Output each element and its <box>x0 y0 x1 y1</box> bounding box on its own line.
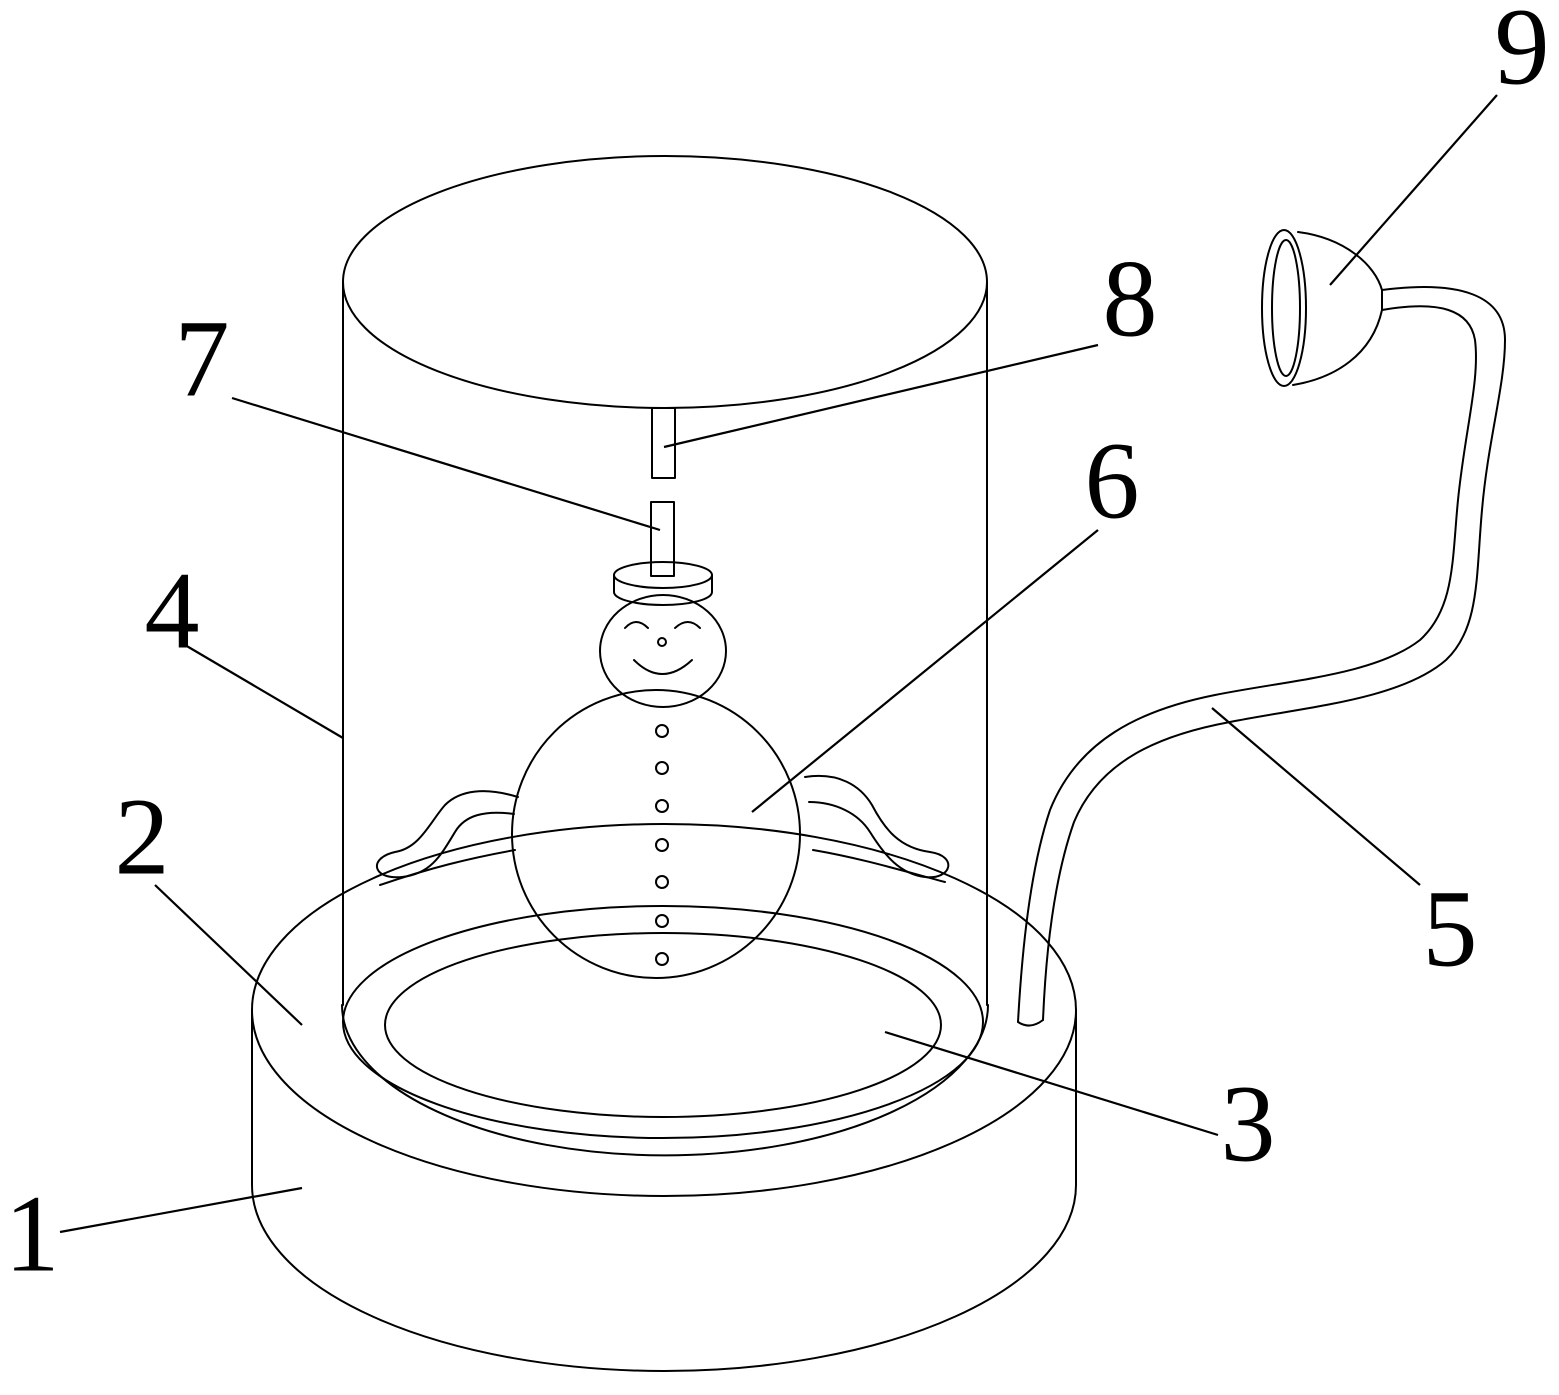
callout-7: 7 <box>175 297 230 419</box>
leader-2 <box>154 884 303 1026</box>
lower-rod <box>650 501 675 577</box>
callout-4: 4 <box>145 549 200 671</box>
callout-2: 2 <box>115 775 170 897</box>
callout-labels: 1 2 3 4 5 6 7 8 9 <box>5 0 1550 1294</box>
leader-1 <box>59 1186 303 1234</box>
callout-9: 9 <box>1495 0 1550 107</box>
base-top-rim <box>251 823 1077 1157</box>
leader-6 <box>751 529 1099 813</box>
callout-3: 3 <box>1221 1062 1276 1184</box>
snowman-figurine <box>375 561 950 979</box>
air-hose <box>1017 286 1506 1027</box>
leader-3 <box>884 1030 1219 1137</box>
callout-6: 6 <box>1085 419 1140 541</box>
upper-rod <box>651 407 676 479</box>
leader-5 <box>1211 707 1421 886</box>
leader-7 <box>231 396 661 532</box>
ring-groove <box>342 905 984 1139</box>
leader-9 <box>1329 94 1498 286</box>
leader-lines <box>59 94 1498 1234</box>
callout-1: 1 <box>5 1172 60 1294</box>
air-bulb <box>1261 229 1383 387</box>
leader-8 <box>663 343 1099 449</box>
callout-5: 5 <box>1423 867 1478 989</box>
callout-8: 8 <box>1103 237 1158 359</box>
leader-4 <box>184 644 344 739</box>
base-cylinder <box>251 1009 1077 1372</box>
